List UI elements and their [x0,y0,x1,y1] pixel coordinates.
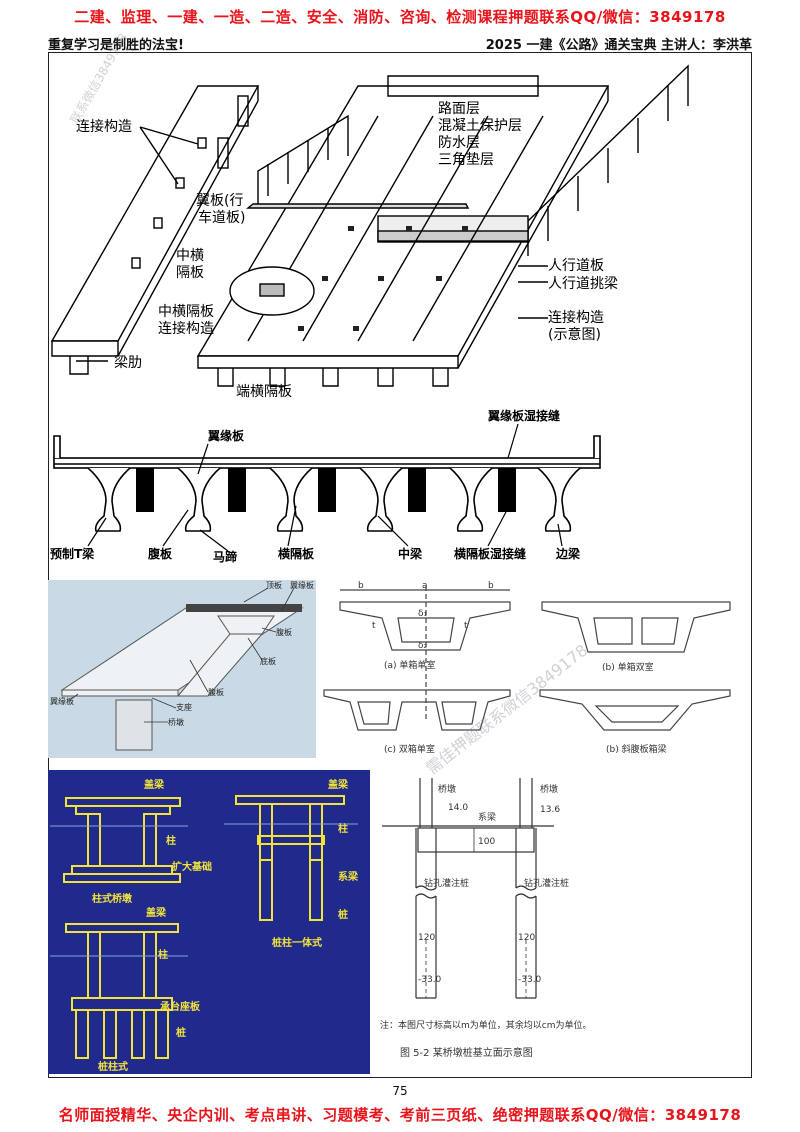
fig1-label-conn-schematic: 连接构造 [548,309,604,326]
fig5-label-cap-beam-2: 盖梁 [328,778,349,791]
fig6-note: 注：本图尺寸标高以m为单位，其余均以cm为单位。 [380,1019,591,1031]
fig2-label-flange-plate: 翼缘板 [207,428,245,443]
fig5-label-column-pier: 柱式桥墩 [92,892,133,905]
fig4-caption-b: (b) 单箱双室 [602,661,654,673]
fig2-label-flange-wet-joint: 翼缘板湿接缝 [487,408,560,423]
fig1-layer-4: 三角垫层 [438,152,494,168]
fig3-label-bearing: 支座 [176,702,192,712]
fig5-label-column-1: 柱 [166,834,176,847]
fig3-label-web-mid: 腹板 [208,687,224,697]
fig4-caption-a: (a) 单箱单室 [384,659,435,671]
fig5-label-spread-footing: 扩大基础 [172,860,212,873]
fig5-label-cap-beam-3: 盖梁 [146,906,167,919]
fig2-label-mid-beam: 中梁 [398,546,422,561]
fig1-label-conn-structure: 连接构造 [158,320,214,337]
fig1-label-end-diaphragm: 端横隔板 [236,384,292,400]
fig1-layer-1: 路面层 [438,101,480,117]
fig2-label-diaphragm-wet-joint: 横隔板湿接缝 [454,546,526,561]
fig4-caption-d: (b) 斜腹板箱梁 [606,743,667,755]
fig1-label-wing-plate: 翼板(行 [196,193,243,209]
header-left-text: 重复学习是制胜的法宝! [48,38,184,53]
fig5-label-cap-beam-1: 盖梁 [144,778,165,791]
fig5-label-pile-3: 桩 [176,1026,186,1039]
fig-pier-pile-elevation: 桥墩 桥墩 14.0 13.6 系梁 100 钻孔灌注桩 钻孔灌注桩 120 1… [380,778,591,1059]
fig6-label-tie-height: 100 [478,837,495,847]
fig3-label-bottom-plate: 底板 [260,656,276,666]
fig1-label-mid-diaphragm-conn: 中横隔板 [158,304,214,320]
fig1-label-mid-diaphragm-2: 隔板 [176,265,204,281]
fig5-label-tie-beam: 系梁 [338,870,359,883]
fig-pier-types: 盖梁 柱 扩大基础 柱式桥墩 盖梁 柱 系梁 桩 桩柱一体式 盖梁 柱 承台座板… [48,770,370,1074]
fig-box-section-types: b a b t t δ₁ δ₂ (a) 单箱单室 (b) 单箱双室 (c) 双箱… [323,581,731,755]
bottom-banner: 名师面授精华、央企内训、考点串讲、习题模考、考前三页纸、绝密押题联系QQ/微信：… [58,1106,742,1124]
fig2-label-diaphragm: 横隔板 [278,546,315,561]
fig5-label-pile-cap: 承台座板 [160,1000,201,1013]
fig1-label-mid-diaphragm: 中横 [176,248,204,264]
fig4-caption-c: (c) 双箱单室 [384,743,435,755]
top-banner: 二建、监理、一建、一造、二造、安全、消防、咨询、检测课程押题联系QQ/微信：38… [74,8,726,26]
fig6-label-elev-right: 13.6 [540,805,560,815]
fig2-label-web: 腹板 [148,546,173,561]
fig1-label-wing-plate-2: 车道板) [198,209,245,226]
fig3-label-web-side: 腹板 [276,627,292,637]
fig4-dim-t-right: t [464,621,468,631]
fig2-label-edge-beam: 边梁 [555,546,580,561]
fig6-label-tip-left: -33.0 [418,975,442,985]
header-right-text: 2025 一建《公路》通关宝典 主讲人：李洪革 [485,38,752,53]
fig6-label-tip-right: -33.0 [518,975,542,985]
fig5-label-column-2: 柱 [338,822,348,835]
fig-t-beam-section: 翼缘板 翼缘板湿接缝 预制T梁 腹板 马蹄 横隔板 中梁 横隔板湿接缝 边梁 [50,408,601,564]
fig5-label-pile-2: 桩 [338,908,348,921]
fig6-label-elev-left: 14.0 [448,803,468,813]
page-number: 75 [392,1084,408,1098]
fig6-caption: 图 5-2 某桥墩桩基立面示意图 [400,1046,533,1059]
fig4-dim-b-right: b [488,581,494,591]
fig1-label-sidewalk-plate: 人行道板 [548,258,604,274]
fig4-dim-d2: δ₂ [418,641,428,651]
fig3-label-top-plate: 顶板 [266,580,282,590]
fig6-label-pier-right: 桥墩 [540,783,558,795]
fig1-label-connection: 连接构造 [76,118,132,135]
fig4-dim-a: a [422,581,428,591]
fig1-label-rib: 梁肋 [114,355,142,371]
fig6-label-bored-pile-right: 钻孔灌注桩 [524,877,569,889]
fig1-layer-3: 防水层 [438,135,480,151]
fig-box-girder-3d: 顶板 翼缘板 腹板 底板 腹板 翼缘板 支座 桥墩 [48,580,316,758]
fig6-label-tie-beam: 系梁 [478,811,496,823]
fig2-label-precast-t: 预制T梁 [50,546,94,561]
fig-t-beam-assembly: 路面层 混凝土保护层 防水层 三角垫层 连接构造 翼板(行 车道板) 中横 隔板… [50,64,689,400]
fig1-layer-2: 混凝土保护层 [438,118,522,134]
fig1-label-sidewalk-beam: 人行道挑梁 [548,276,618,292]
fig6-label-dia-left: 120 [418,933,435,943]
fig6-label-bored-pile-left: 钻孔灌注桩 [424,877,469,889]
fig3-label-wing: 翼缘板 [290,580,314,590]
fig3-label-pier: 桥墩 [168,717,184,727]
fig6-label-pier-left: 桥墩 [438,783,456,795]
fig5-label-column-3: 柱 [158,948,168,961]
fig2-label-horse-hoof: 马蹄 [213,549,237,564]
fig5-label-pile-column-type: 桩柱式 [98,1060,128,1073]
fig4-dim-b-left: b [358,581,364,591]
fig3-label-flange-left: 翼缘板 [50,696,74,706]
fig1-label-conn-schematic-2: (示意图) [548,326,601,343]
fig5-label-pile-column: 桩柱一体式 [272,936,322,949]
content-frame [48,52,752,1078]
fig4-dim-d1: δ₁ [418,609,428,619]
fig4-dim-t-left: t [372,621,376,631]
fig6-label-dia-right: 120 [518,933,535,943]
